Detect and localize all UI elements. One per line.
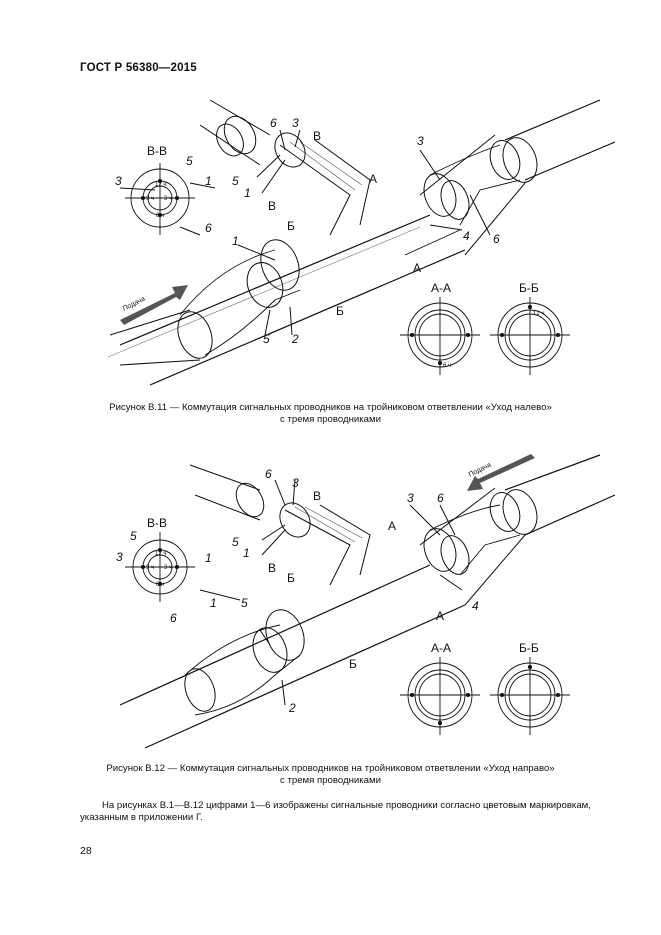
figure-b12: В-В 12 ч 9 ч 3 ч 6 ч А-А Б-Б Подача 3 5 … (116, 454, 616, 749)
callout-5: 5 (241, 596, 248, 610)
callout-3: 3 (407, 491, 414, 505)
figure-b11: В-В 12 ч 9 ч 3 ч 6 ч А-А 6 ч Б-Б 12 ч По… (107, 99, 616, 386)
callout-6: 6 (265, 467, 272, 481)
callout-6: 6 (270, 116, 277, 130)
cut-label-b: Б (287, 571, 295, 585)
clock-label: 6 ч (156, 582, 164, 588)
clock-label: 6 ч (156, 213, 164, 219)
section-label-bb: Б-Б (519, 281, 539, 295)
cut-label-v: В (313, 129, 321, 143)
cut-label-a: А (388, 519, 396, 533)
callout-6: 6 (170, 611, 177, 625)
section-label-vv: В-В (147, 516, 167, 530)
callout-3: 3 (115, 174, 122, 188)
cut-label-a: А (436, 609, 444, 623)
callout-2: 2 (291, 332, 299, 346)
section-label-aa: А-А (431, 641, 451, 655)
callout-1: 1 (210, 596, 217, 610)
clock-label: 12 ч (155, 182, 166, 188)
callout-5: 5 (232, 174, 239, 188)
clock-label: 3 ч (164, 565, 172, 571)
cut-label-b: Б (349, 657, 357, 671)
section-label-aa: А-А (431, 281, 451, 295)
callout-1: 1 (243, 546, 250, 560)
clock-label: 12 ч (155, 551, 166, 557)
callout-5: 5 (130, 529, 137, 543)
clock-label: 12 ч (533, 311, 544, 317)
caption-line: с тремя проводниками (280, 414, 381, 425)
callout-4: 4 (463, 229, 470, 243)
cut-label-a: А (413, 261, 421, 275)
cut-label-a: А (369, 172, 377, 186)
clock-label: 9 ч (146, 565, 154, 571)
callout-6: 6 (493, 232, 500, 246)
cut-label-v: В (268, 561, 276, 575)
caption-line: Рисунок В.12 — Коммутация сигнальных про… (106, 763, 555, 774)
callout-3: 3 (116, 550, 123, 564)
cut-label-b: Б (336, 304, 344, 318)
cut-label-b: Б (287, 219, 295, 233)
section-label-vv: В-В (147, 144, 167, 158)
callout-5: 5 (232, 535, 239, 549)
callout-2: 2 (288, 701, 296, 715)
caption-line: с тремя проводниками (280, 775, 381, 786)
callout-5: 5 (186, 154, 193, 168)
page-header: ГОСТ Р 56380—2015 (80, 62, 197, 74)
callout-1: 1 (232, 234, 239, 248)
callout-3: 3 (417, 134, 424, 148)
figure-b12-caption: Рисунок В.12 — Коммутация сигнальных про… (70, 763, 591, 787)
callout-1: 1 (205, 551, 212, 565)
clock-label: 3 ч (164, 196, 172, 202)
caption-line: Рисунок В.11 — Коммутация сигнальных про… (109, 402, 552, 413)
figure-b11-caption: Рисунок В.11 — Коммутация сигнальных про… (70, 402, 591, 426)
callout-3: 3 (292, 116, 299, 130)
callout-1: 1 (205, 174, 212, 188)
cut-label-v: В (313, 489, 321, 503)
clock-label: 9 ч (146, 196, 154, 202)
body-paragraph: На рисунках В.1—В.12 цифрами 1—6 изображ… (80, 800, 591, 823)
section-label-bb: Б-Б (519, 641, 539, 655)
callout-1: 1 (244, 186, 251, 200)
clock-label: 6 ч (443, 363, 451, 369)
callout-6: 6 (437, 491, 444, 505)
callout-5: 5 (263, 332, 270, 346)
callout-4: 4 (472, 599, 479, 613)
callout-6: 6 (205, 221, 212, 235)
callout-3: 3 (292, 476, 299, 490)
cut-label-v: В (268, 199, 276, 213)
page-number: 28 (80, 845, 92, 857)
